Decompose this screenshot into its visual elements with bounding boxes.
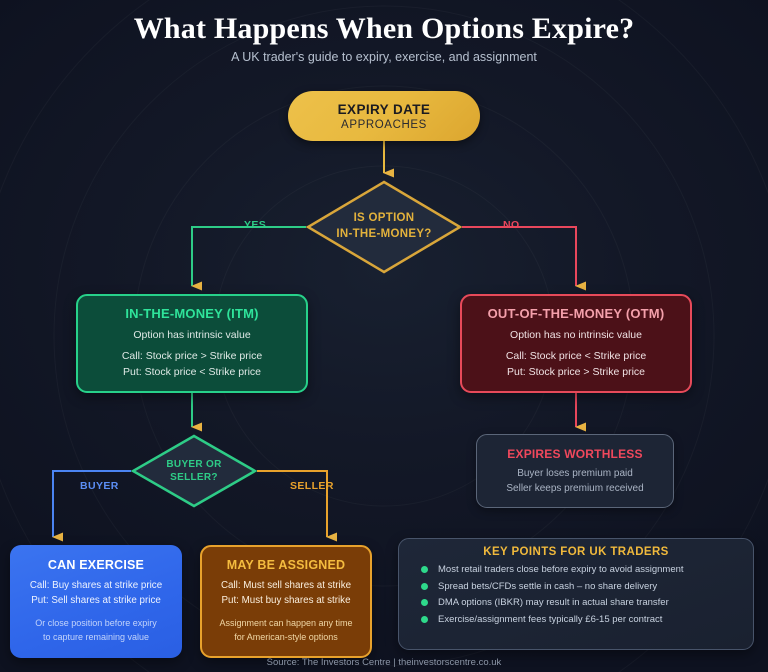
exercise-sub1: Or close position before expiry bbox=[35, 617, 157, 628]
diamond-shape-role bbox=[131, 434, 257, 508]
otm-line2: Call: Stock price < Strike price bbox=[505, 350, 647, 363]
bullet-dot-icon bbox=[421, 615, 428, 623]
exercise-line1: Call: Buy shares at strike price bbox=[29, 580, 163, 592]
node-expiry-date-line1: EXPIRY DATE bbox=[337, 101, 431, 117]
panel-key-points: KEY POINTS FOR UK TRADERS Most retail tr… bbox=[398, 538, 754, 650]
itm-line1: Option has intrinsic value bbox=[133, 329, 251, 342]
decision-money-line2: IN-THE-MONEY? bbox=[336, 228, 432, 240]
itm-title: IN-THE-MONEY (ITM) bbox=[125, 306, 259, 322]
worthless-title: EXPIRES WORTHLESS bbox=[507, 446, 643, 461]
source-attribution: Source: The Investors Centre | theinvest… bbox=[266, 657, 502, 668]
exercise-note: Or close position before expiry to captu… bbox=[35, 617, 157, 645]
key-points-list: Most retail traders close before expiry … bbox=[413, 564, 739, 625]
bullet-dot-icon bbox=[421, 599, 428, 606]
key-point-text: Most retail traders close before expiry … bbox=[438, 564, 684, 575]
assigned-line2: Put: Must buy shares at strike bbox=[221, 595, 351, 607]
exercise-sub2: to capture remaining value bbox=[42, 631, 150, 642]
page-title: What Happens When Options Expire? bbox=[133, 12, 635, 45]
key-points-title: KEY POINTS FOR UK TRADERS bbox=[483, 546, 669, 558]
otm-line1: Option has no intrinsic value bbox=[510, 329, 642, 342]
key-point-item: DMA options (IBKR) may result in actual … bbox=[413, 597, 739, 608]
decision-role-line2: SELLER? bbox=[170, 472, 218, 483]
node-in-the-money[interactable]: IN-THE-MONEY (ITM) Option has intrinsic … bbox=[76, 294, 308, 393]
key-point-item: Spread bets/CFDs settle in cash – no sha… bbox=[413, 581, 739, 592]
assigned-title: MAY BE ASSIGNED bbox=[226, 558, 346, 573]
edge-label-seller: SELLER bbox=[290, 480, 334, 492]
decision-money-label: IS OPTION IN-THE-MONEY? bbox=[336, 211, 431, 242]
bullet-dot-icon bbox=[421, 566, 428, 573]
decision-role-label: BUYER OR SELLER? bbox=[166, 458, 221, 485]
node-may-be-assigned[interactable]: MAY BE ASSIGNED Call: Must sell shares a… bbox=[200, 545, 372, 658]
decision-money-line1: IS OPTION bbox=[353, 212, 415, 225]
decision-is-in-the-money[interactable]: IS OPTION IN-THE-MONEY? bbox=[306, 180, 462, 274]
decision-role-line1: BUYER OR bbox=[166, 458, 222, 470]
edge-label-no: NO bbox=[503, 219, 520, 231]
exercise-title: CAN EXERCISE bbox=[47, 558, 145, 573]
node-out-of-the-money[interactable]: OUT-OF-THE-MONEY (OTM) Option has no int… bbox=[460, 294, 692, 393]
page-subtitle: A UK trader's guide to expiry, exercise,… bbox=[231, 50, 537, 64]
node-can-exercise[interactable]: CAN EXERCISE Call: Buy shares at strike … bbox=[10, 545, 182, 658]
assigned-note: Assignment can happen any time for Ameri… bbox=[219, 617, 352, 645]
diamond-shape-money bbox=[306, 180, 462, 274]
key-point-item: Exercise/assignment fees typically £6-15… bbox=[413, 614, 739, 625]
node-expiry-date[interactable]: EXPIRY DATE APPROACHES bbox=[288, 91, 480, 141]
decision-buyer-or-seller[interactable]: BUYER OR SELLER? bbox=[131, 434, 257, 508]
edge-label-buyer: BUYER bbox=[80, 480, 119, 492]
key-point-text: DMA options (IBKR) may result in actual … bbox=[438, 597, 669, 608]
assigned-sub1: Assignment can happen any time bbox=[219, 617, 353, 628]
itm-line2: Call: Stock price > Strike price bbox=[121, 350, 263, 363]
node-expiry-date-line2: APPROACHES bbox=[341, 118, 427, 131]
edge-label-yes: YES bbox=[244, 219, 267, 231]
bullet-dot-icon bbox=[421, 582, 428, 590]
assigned-line1: Call: Must sell shares at strike bbox=[220, 580, 352, 592]
exercise-line2: Put: Sell shares at strike price bbox=[31, 595, 161, 607]
otm-title: OUT-OF-THE-MONEY (OTM) bbox=[487, 306, 665, 322]
itm-line3: Put: Stock price < Strike price bbox=[122, 365, 261, 378]
assigned-sub2: for American-style options bbox=[234, 631, 338, 642]
key-point-text: Exercise/assignment fees typically £6-15… bbox=[438, 613, 663, 625]
key-point-item: Most retail traders close before expiry … bbox=[413, 564, 739, 575]
otm-line3: Put: Stock price > Strike price bbox=[506, 365, 645, 378]
node-expires-worthless[interactable]: EXPIRES WORTHLESS Buyer loses premium pa… bbox=[476, 434, 674, 508]
worthless-line2: Seller keeps premium received bbox=[506, 482, 644, 494]
key-point-text: Spread bets/CFDs settle in cash – no sha… bbox=[438, 580, 658, 592]
worthless-line1: Buyer loses premium paid bbox=[517, 467, 633, 479]
